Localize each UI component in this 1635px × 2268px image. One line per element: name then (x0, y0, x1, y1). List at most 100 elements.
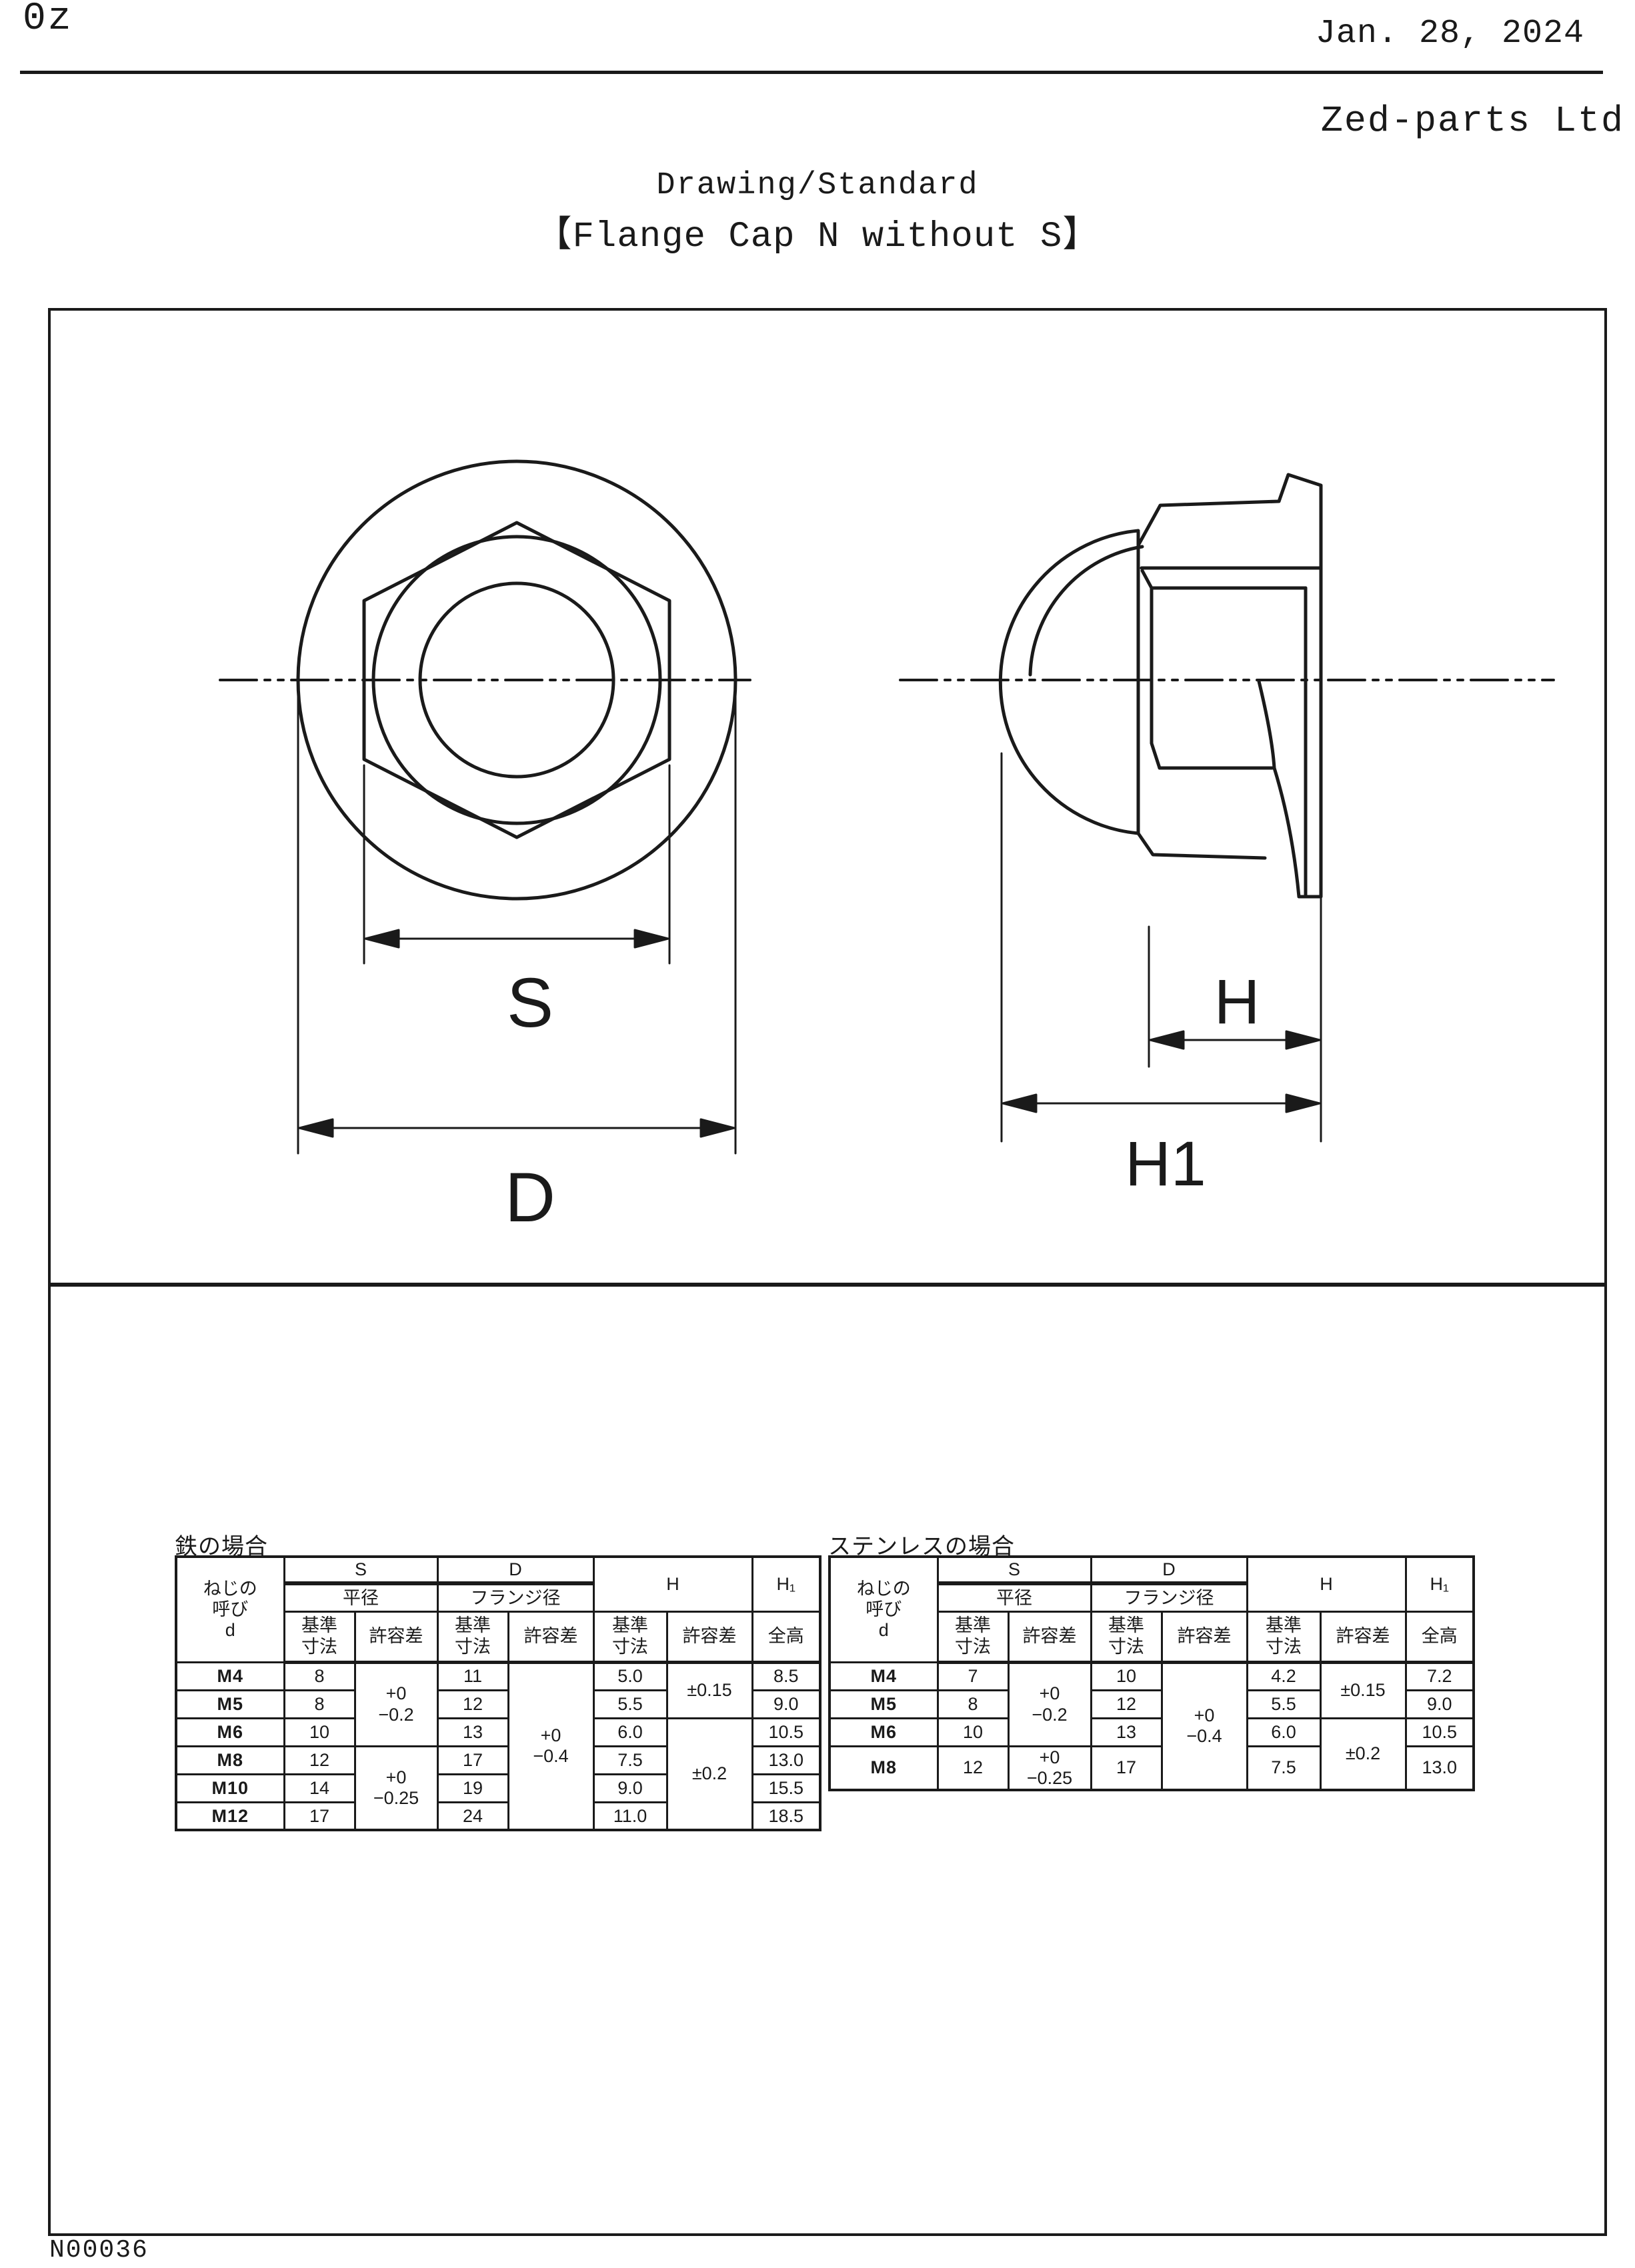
cell-h-tolerance: ±0.2 (1319, 1717, 1407, 1791)
cell-h-basic: 6.0 (1246, 1717, 1322, 1747)
col-header-s: S (936, 1555, 1092, 1585)
cell-h-basic: 5.5 (1246, 1689, 1322, 1719)
cell-flange-basic: 13 (1090, 1717, 1163, 1747)
cell-s-basic: 10 (936, 1717, 1010, 1747)
col-header-h1: H₁ (751, 1555, 822, 1613)
cell-flange-basic: 11 (436, 1661, 509, 1691)
col-header-h1: H₁ (1404, 1555, 1475, 1613)
cell-h1-total: 13.0 (1404, 1745, 1475, 1791)
cell-h1-total: 15.5 (751, 1773, 822, 1803)
col-header-d: D (436, 1555, 595, 1585)
cell-s-basic: 8 (936, 1689, 1010, 1719)
cell-flange-basic: 12 (436, 1689, 509, 1719)
header-date: Jan. 28, 2024 (1315, 15, 1584, 53)
cell-s-tolerance: +0−0.2 (353, 1661, 439, 1747)
drawing-frame (48, 308, 1607, 2236)
col-header-total-height: 全高 (751, 1610, 822, 1664)
cell-s-tolerance: +0−0.25 (353, 1745, 439, 1831)
cell-thread-M12: M12 (175, 1801, 285, 1831)
doc-code: 0z (23, 0, 73, 41)
cell-h-tolerance: ±0.15 (1319, 1661, 1407, 1719)
col-header-total-height: 全高 (1404, 1610, 1475, 1664)
cell-thread-M5: M5 (175, 1689, 285, 1719)
col-subheader-d: フランジ径 (436, 1582, 595, 1613)
cell-thread-M10: M10 (175, 1773, 285, 1803)
cell-flange-tolerance: +0−0.4 (1160, 1661, 1248, 1791)
cell-flange-basic: 17 (1090, 1745, 1163, 1791)
doc-type: Drawing/Standard (656, 168, 979, 203)
cell-thread-M6: M6 (175, 1717, 285, 1747)
col-subheader-s: 平径 (283, 1582, 439, 1613)
cell-thread-M8: M8 (175, 1745, 285, 1775)
col-header-basic: 基準寸法 (1090, 1610, 1163, 1664)
cell-flange-basic: 10 (1090, 1661, 1163, 1691)
cell-thread-M6: M6 (828, 1717, 939, 1747)
cell-h1-total: 18.5 (751, 1801, 822, 1831)
cell-s-basic: 10 (283, 1717, 356, 1747)
cell-flange-basic: 17 (436, 1745, 509, 1775)
stainless-table-caption: ステンレスの場合 (828, 1534, 1015, 1559)
col-header-tolerance: 許容差 (665, 1610, 753, 1664)
cell-h-basic: 4.2 (1246, 1661, 1322, 1691)
cell-thread-M5: M5 (828, 1689, 939, 1719)
col-header-basic: 基準寸法 (936, 1610, 1010, 1664)
cell-h1-total: 9.0 (751, 1689, 822, 1719)
iron-table-caption: 鉄の場合 (175, 1534, 268, 1559)
cell-s-tolerance: +0−0.2 (1007, 1661, 1092, 1747)
col-header-tolerance: 許容差 (1007, 1610, 1092, 1664)
frame-divider (48, 1283, 1607, 1287)
cell-h-basic: 5.0 (592, 1661, 668, 1691)
cell-h-tolerance: ±0.2 (665, 1717, 753, 1831)
cell-thread-M4: M4 (175, 1661, 285, 1691)
col-header-basic: 基準寸法 (1246, 1610, 1322, 1664)
cell-h-basic: 7.5 (1246, 1745, 1322, 1791)
cell-flange-basic: 24 (436, 1801, 509, 1831)
cell-s-basic: 7 (936, 1661, 1010, 1691)
col-header-tolerance: 許容差 (507, 1610, 595, 1664)
cell-h-basic: 7.5 (592, 1745, 668, 1775)
cell-flange-basic: 13 (436, 1717, 509, 1747)
col-header-h: H (1246, 1555, 1407, 1613)
cell-h1-total: 7.2 (1404, 1661, 1475, 1691)
cell-h-basic: 11.0 (592, 1801, 668, 1831)
col-header-tolerance: 許容差 (1319, 1610, 1407, 1664)
page-title: 【Flange Cap N without S】 (535, 217, 1100, 257)
cell-s-basic: 8 (283, 1661, 356, 1691)
cell-thread-M4: M4 (828, 1661, 939, 1691)
col-header-basic: 基準寸法 (436, 1610, 509, 1664)
col-header-basic: 基準寸法 (592, 1610, 668, 1664)
cell-h1-total: 10.5 (1404, 1717, 1475, 1747)
col-subheader-d: フランジ径 (1090, 1582, 1248, 1613)
cell-h-basic: 9.0 (592, 1773, 668, 1803)
col-header-basic: 基準寸法 (283, 1610, 356, 1664)
cell-flange-tolerance: +0−0.4 (507, 1661, 595, 1831)
cell-h-basic: 6.0 (592, 1717, 668, 1747)
col-header-tolerance: 許容差 (353, 1610, 439, 1664)
col-header-d: D (1090, 1555, 1248, 1585)
cell-flange-basic: 19 (436, 1773, 509, 1803)
cell-h-basic: 5.5 (592, 1689, 668, 1719)
col-subheader-s: 平径 (936, 1582, 1092, 1613)
cell-s-basic: 8 (283, 1689, 356, 1719)
cell-s-tolerance: +0−0.25 (1007, 1745, 1092, 1791)
cell-s-basic: 12 (936, 1745, 1010, 1791)
cell-h1-total: 10.5 (751, 1717, 822, 1747)
cell-h-tolerance: ±0.15 (665, 1661, 753, 1719)
col-header-h: H (592, 1555, 753, 1613)
col-header-s: S (283, 1555, 439, 1585)
company-name: Zed-parts Ltd (1320, 100, 1624, 142)
col-header-tolerance: 許容差 (1160, 1610, 1248, 1664)
cell-h1-total: 13.0 (751, 1745, 822, 1775)
cell-s-basic: 14 (283, 1773, 356, 1803)
cell-h1-total: 9.0 (1404, 1689, 1475, 1719)
cell-s-basic: 12 (283, 1745, 356, 1775)
cell-flange-basic: 12 (1090, 1689, 1163, 1719)
drawing-number: N00036 (49, 2236, 149, 2265)
